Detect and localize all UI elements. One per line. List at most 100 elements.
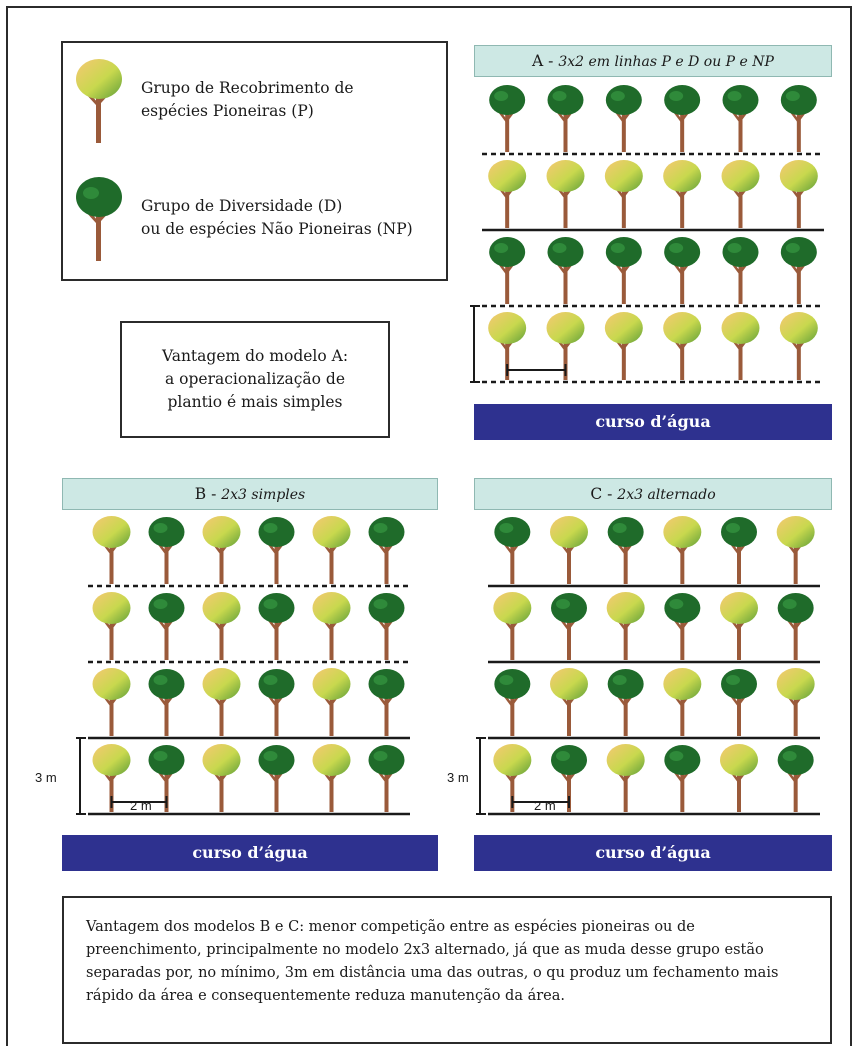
diversity-tree-icon xyxy=(258,745,295,812)
pioneer-tree-icon xyxy=(606,744,645,812)
advantage-a-line3: plantio é mais simples xyxy=(167,393,343,411)
legend-pioneer-line2: espécies Pioneiras (P) xyxy=(141,102,314,120)
diversity-tree-icon xyxy=(607,517,644,584)
diversity-tree-icon xyxy=(722,237,759,304)
pioneer-tree-icon xyxy=(312,592,351,660)
pioneer-tree-icon xyxy=(546,160,585,228)
panel-a-diagram xyxy=(470,85,824,384)
pioneer-tree-icon xyxy=(721,312,760,380)
pioneer-tree-icon xyxy=(663,668,702,736)
panel-c-dim-vertical: 3 m xyxy=(447,770,469,785)
pioneer-tree-icon xyxy=(604,312,643,380)
pioneer-tree-icon xyxy=(779,312,818,380)
advantage-a-line2: a operacionalização de xyxy=(164,370,346,388)
pioneer-tree-icon xyxy=(604,160,643,228)
diversity-tree-icon xyxy=(148,593,185,660)
diversity-tree-icon xyxy=(547,85,584,152)
diversity-tree-icon xyxy=(489,85,526,152)
diversity-tree-icon xyxy=(258,517,295,584)
pioneer-tree-icon xyxy=(488,160,527,228)
diversity-tree-icon xyxy=(258,669,295,736)
diversity-tree-icon xyxy=(721,517,757,584)
advantage-bc-box: Vantagem dos modelos B e C: menor compet… xyxy=(62,896,832,1044)
diversity-tree-icon xyxy=(368,593,405,660)
panel-b-dim-vertical: 3 m xyxy=(35,770,57,785)
diversity-tree-icon xyxy=(368,669,405,736)
diversity-tree-icon xyxy=(664,593,701,660)
pioneer-tree-icon xyxy=(202,668,241,736)
advantage-a-box: Vantagem do modelo A: a operacionalizaçã… xyxy=(120,321,390,438)
legend-box: Grupo de Recobrimento de espécies Pionei… xyxy=(61,41,448,281)
panel-b-title: B - 2x3 simples xyxy=(62,478,438,510)
diversity-tree-icon xyxy=(489,237,526,304)
diversity-tree-icon xyxy=(777,745,814,812)
diversity-tree-icon xyxy=(777,593,814,660)
diversity-tree-icon xyxy=(605,85,642,152)
diversity-tree-icon xyxy=(547,237,584,304)
diversity-tree-icon xyxy=(494,517,531,584)
pioneer-tree-icon xyxy=(546,312,585,380)
diversity-tree-icon xyxy=(721,669,757,736)
diversity-tree-icon xyxy=(551,745,587,812)
pioneer-tree-icon xyxy=(92,516,131,584)
pioneer-tree-icon xyxy=(92,668,131,736)
pioneer-tree-icon xyxy=(663,312,702,380)
pioneer-tree-icon xyxy=(550,668,588,736)
diversity-tree-icon xyxy=(148,745,185,812)
pioneer-tree-icon xyxy=(776,516,815,584)
panel-c-water: curso d’água xyxy=(474,835,832,871)
diversity-tree-icon xyxy=(722,85,759,152)
outer-frame xyxy=(6,6,852,1046)
pioneer-tree-icon xyxy=(312,668,351,736)
panel-a-title: A - 3x2 em linhas P e D ou P e NP xyxy=(474,45,832,77)
pioneer-tree-icon xyxy=(663,516,702,584)
diversity-tree-icon xyxy=(148,517,185,584)
diversity-tree-icon xyxy=(76,177,122,261)
pioneer-tree-icon xyxy=(720,592,758,660)
advantage-a-line1: Vantagem do modelo A: xyxy=(161,347,349,365)
pioneer-tree-icon xyxy=(720,744,758,812)
advantage-bc-text: Vantagem dos modelos B e C: menor compet… xyxy=(86,919,779,1004)
pioneer-tree-icon xyxy=(493,744,532,812)
pioneer-tree-icon xyxy=(202,744,241,812)
diversity-tree-icon xyxy=(258,593,295,660)
diversity-tree-icon xyxy=(368,517,405,584)
pioneer-tree-icon xyxy=(721,160,760,228)
pioneer-tree-icon xyxy=(493,592,532,660)
diversity-tree-icon xyxy=(780,85,817,152)
panel-c-diagram xyxy=(476,516,820,816)
pioneer-tree-icon xyxy=(779,160,818,228)
diversity-tree-icon xyxy=(605,237,642,304)
diversity-tree-icon xyxy=(368,745,405,812)
diversity-tree-icon xyxy=(148,669,185,736)
pioneer-tree-icon xyxy=(202,516,241,584)
diversity-tree-icon xyxy=(494,669,531,736)
diversity-tree-icon xyxy=(780,237,817,304)
legend-diversity-line1: Grupo de Diversidade (D) xyxy=(141,197,343,215)
panel-b-diagram xyxy=(76,516,410,816)
pioneer-tree-icon xyxy=(202,592,241,660)
diversity-tree-icon xyxy=(664,85,701,152)
pioneer-tree-icon xyxy=(606,592,645,660)
pioneer-tree-icon xyxy=(312,516,351,584)
pioneer-tree-icon xyxy=(76,59,122,143)
legend-diversity: Grupo de Diversidade (D) ou de espécies … xyxy=(73,173,413,263)
diversity-tree-icon xyxy=(664,745,701,812)
pioneer-tree-icon xyxy=(92,592,131,660)
pioneer-tree-icon xyxy=(312,744,351,812)
pioneer-tree-icon xyxy=(488,312,527,380)
pioneer-tree-icon xyxy=(92,744,131,812)
diversity-tree-icon xyxy=(607,669,644,736)
diversity-tree-icon xyxy=(551,593,587,660)
diversity-tree-icon xyxy=(664,237,701,304)
legend-diversity-line2: ou de espécies Não Pioneiras (NP) xyxy=(141,220,413,238)
legend-pioneer-line1: Grupo de Recobrimento de xyxy=(141,79,354,97)
pioneer-tree-icon xyxy=(663,160,702,228)
pioneer-tree-icon xyxy=(776,668,815,736)
panel-a-water: curso d’água xyxy=(474,404,832,440)
pioneer-tree-icon xyxy=(550,516,588,584)
panel-b-water: curso d’água xyxy=(62,835,438,871)
panel-c-title: C - 2x3 alternado xyxy=(474,478,832,510)
legend-pioneer: Grupo de Recobrimento de espécies Pionei… xyxy=(73,55,354,145)
